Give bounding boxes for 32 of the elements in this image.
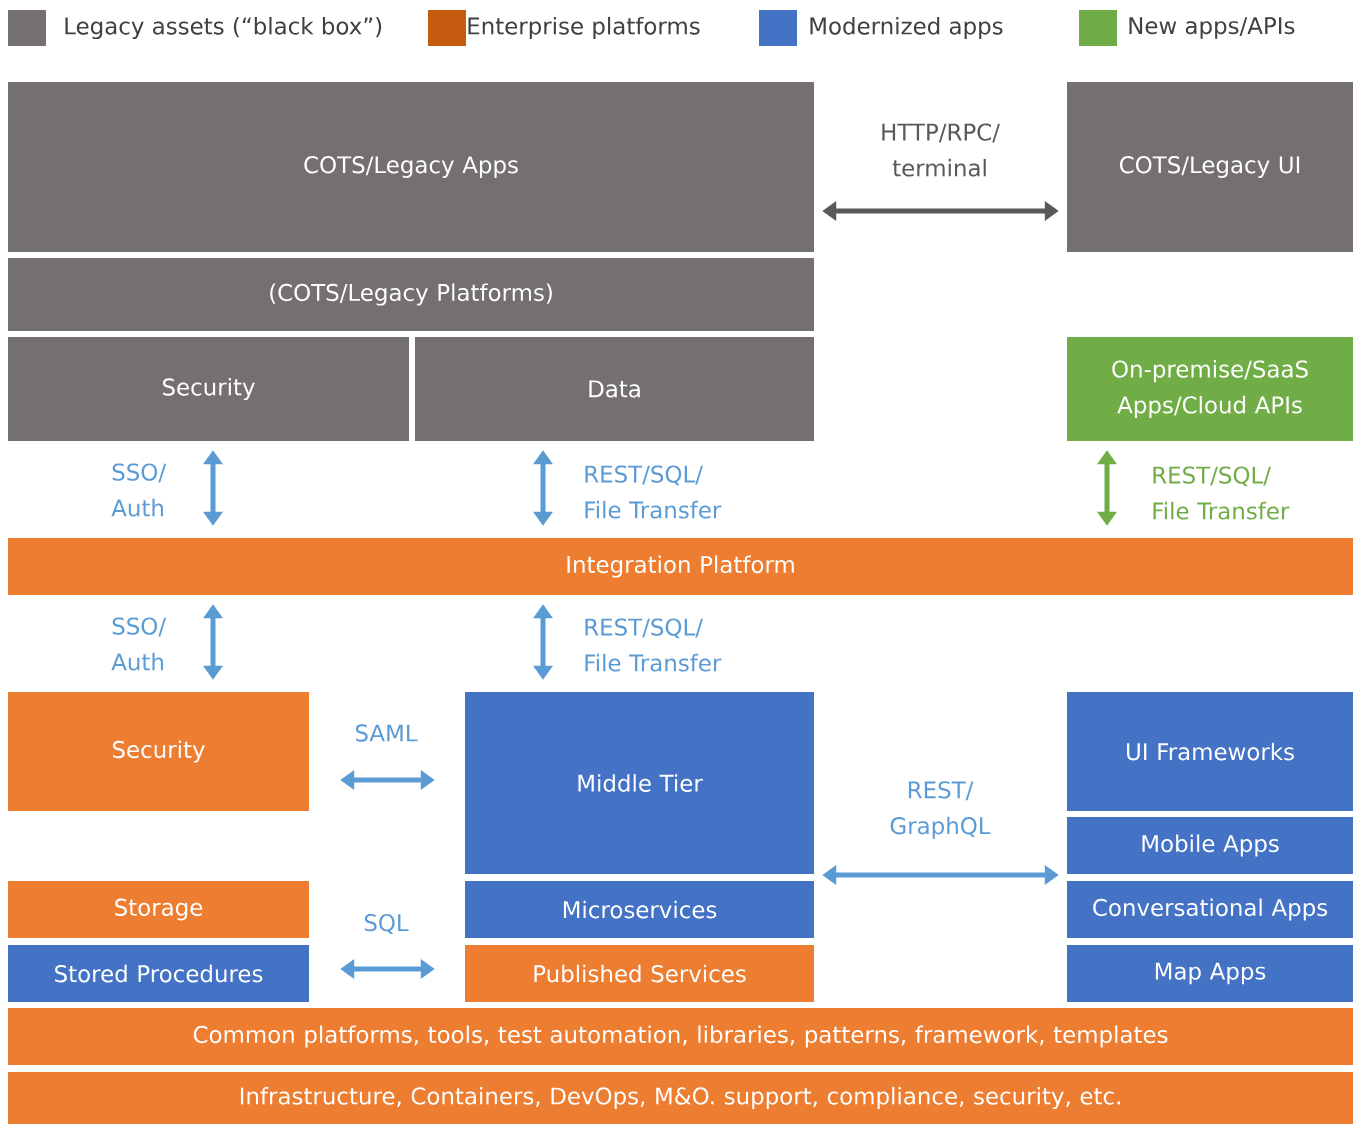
- edge-label: SSO/ Auth: [111, 617, 167, 671]
- block-box: Stored Procedures: [8, 945, 309, 1002]
- block-box: Mobile Apps: [1067, 817, 1353, 874]
- edge-label: SSO/ Auth: [111, 463, 167, 517]
- block-box: COTS/Legacy Apps: [8, 82, 814, 252]
- block-box: Map Apps: [1067, 945, 1353, 1002]
- block-box: (COTS/Legacy Platforms): [8, 258, 814, 331]
- block-box: Storage: [8, 881, 309, 938]
- legend-label: Legacy assets (“black box”): [65, 16, 382, 40]
- block-box: Integration Platform: [8, 538, 1353, 595]
- legend-label: New apps/APIs: [1129, 17, 1295, 39]
- block-box: Infrastructure, Containers, DevOps, M&O. support, compliance, security, etc.: [8, 1072, 1353, 1124]
- legend-label: Enterprise platforms: [468, 16, 700, 40]
- block-box: COTS/Legacy UI: [1067, 82, 1353, 252]
- legend-label: Modernized apps: [810, 16, 1003, 40]
- block-box: Security: [8, 337, 409, 441]
- edge-label: REST/SQL/ File Transfer: [585, 618, 722, 672]
- block-box: On-premise/SaaS Apps/Cloud APIs: [1067, 337, 1353, 441]
- block-box: UI Frameworks: [1067, 692, 1353, 811]
- block-box: Middle Tier: [465, 692, 814, 874]
- edge-label: SQL: [364, 914, 409, 934]
- block-box: Security: [8, 692, 309, 811]
- edge-label: REST/SQL/ File Transfer: [1153, 466, 1290, 520]
- block-box: Common platforms, tools, test automation, libraries, patterns, framework, templates: [8, 1008, 1353, 1065]
- edge-label: SAML: [355, 724, 418, 742]
- block-box: Data: [415, 337, 814, 441]
- block-box: Published Services: [465, 945, 814, 1002]
- block-box: Conversational Apps: [1067, 881, 1353, 938]
- block-box: Microservices: [465, 881, 814, 938]
- edge-label: HTTP/RPC/ terminal: [882, 123, 1000, 177]
- edge-label: REST/ GraphQL: [890, 781, 991, 839]
- edge-label: REST/SQL/ File Transfer: [585, 465, 722, 519]
